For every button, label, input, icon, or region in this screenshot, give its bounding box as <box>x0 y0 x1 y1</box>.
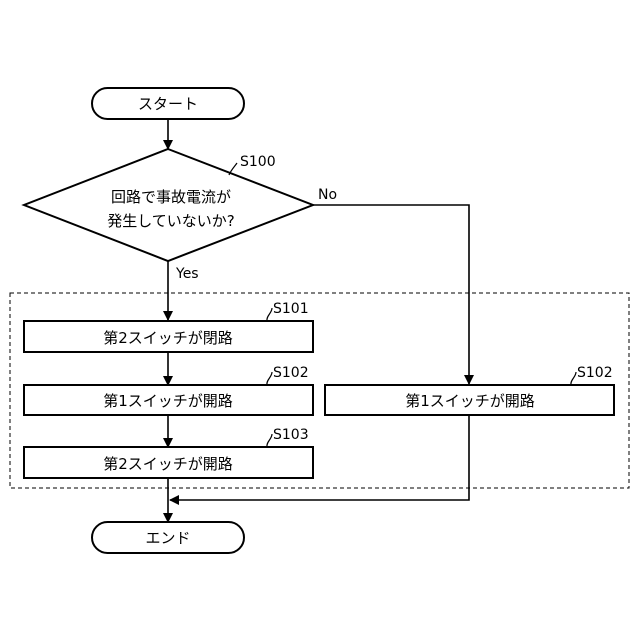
decision-text-line1: 回路で事故電流が <box>111 188 231 206</box>
no-label: No <box>318 187 337 203</box>
step-id-leader-s102-yes <box>267 372 272 385</box>
end-label: エンド <box>145 529 190 547</box>
yes-label: Yes <box>175 266 199 282</box>
connector-decision-no <box>313 205 469 384</box>
end-terminal: エンド <box>92 522 244 553</box>
step-id-s102-yes: S102 <box>273 365 309 381</box>
process-label-s103: 第2スイッチが開路 <box>103 455 233 473</box>
step-id-leader-s101 <box>267 308 272 321</box>
process-label-s102-yes: 第1スイッチが開路 <box>103 392 233 410</box>
process-box-s102-yes: 第1スイッチが開路 <box>24 385 313 415</box>
step-id-leader-s102-no <box>571 372 576 385</box>
step-id-s101: S101 <box>273 301 309 317</box>
decision-id: S100 <box>240 154 276 170</box>
decision-text-line2: 発生していないか? <box>107 212 235 230</box>
step-id-leader-s103 <box>267 434 272 447</box>
start-label: スタート <box>138 95 198 113</box>
start-terminal: スタート <box>92 88 244 119</box>
process-label-s101: 第2スイッチが閉路 <box>103 329 233 347</box>
process-label-s102-no: 第1スイッチが開路 <box>405 392 535 410</box>
step-id-s103: S103 <box>273 427 309 443</box>
step-id-s102-no: S102 <box>577 365 613 381</box>
process-box-s102-no: 第1スイッチが開路 <box>325 385 614 415</box>
process-box-s103: 第2スイッチが開路 <box>24 447 313 478</box>
process-box-s101: 第2スイッチが閉路 <box>24 321 313 352</box>
